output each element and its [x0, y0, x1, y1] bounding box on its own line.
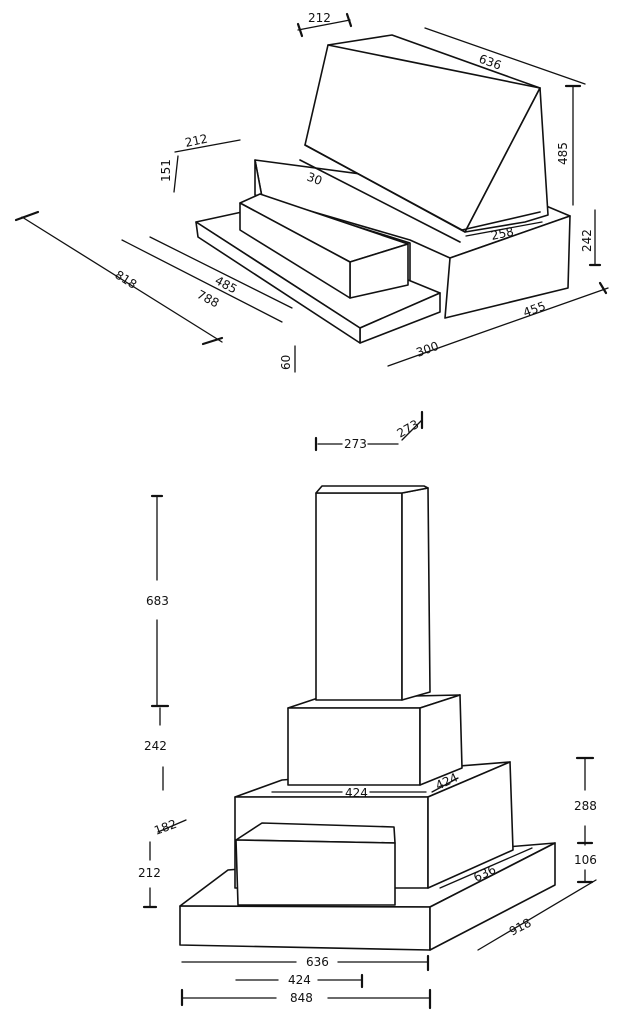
fig-a-top-height: 485 [556, 142, 570, 165]
fig-b-middle-width: 424 [345, 786, 368, 800]
middle-tier-front [287, 707, 421, 786]
step-block-left [239, 202, 351, 299]
pillar-top [315, 485, 429, 494]
fig-b-top-width: 273 [344, 437, 367, 451]
pillar-side [401, 487, 431, 701]
fig-a-inner-width: 258 [490, 224, 515, 242]
fig-b-base-w3: 848 [290, 991, 313, 1005]
fig-a-mid-length: 788 [195, 287, 222, 310]
fig-b-middle-height: 242 [144, 739, 167, 753]
platform-left [195, 221, 361, 344]
fig-a-platform-height: 60 [279, 355, 293, 370]
fig-b-pillar-height: 683 [146, 594, 169, 608]
lower-tier-side [427, 761, 514, 889]
fig-a-side-width: 455 [521, 299, 547, 320]
middle-tier-side [419, 694, 463, 786]
fig-b-lower-height: 288 [574, 799, 597, 813]
figure-b-monument: 273 273 683 242 424 424 288 182 212 106 … [138, 410, 597, 1010]
fig-b-base-w1: 636 [306, 955, 329, 969]
base-slab-side [429, 842, 556, 951]
fig-a-inset: 30 [305, 170, 324, 188]
upright-stone-front [464, 87, 549, 233]
fig-a-step-height: 151 [159, 159, 173, 182]
fig-a-base-height: 242 [580, 229, 594, 252]
fig-a-step-depth: 212 [184, 131, 209, 149]
figure-a-monument: 212 636 485 242 212 151 30 258 818 485 7… [14, 11, 609, 373]
front-block-front [235, 839, 396, 906]
fig-b-block-top: 182 [152, 817, 178, 838]
fig-b-base-height: 106 [574, 853, 597, 867]
fig-b-base-w2: 424 [288, 973, 311, 987]
fig-b-block-height: 212 [138, 866, 161, 880]
fig-a-front-width: 300 [414, 339, 440, 360]
base-slab-front [179, 905, 431, 951]
rear-base-front [444, 215, 571, 319]
fig-a-top-depth: 212 [308, 11, 331, 25]
pillar-front [315, 492, 403, 701]
fig-b-top-depth: 273 [395, 417, 422, 441]
